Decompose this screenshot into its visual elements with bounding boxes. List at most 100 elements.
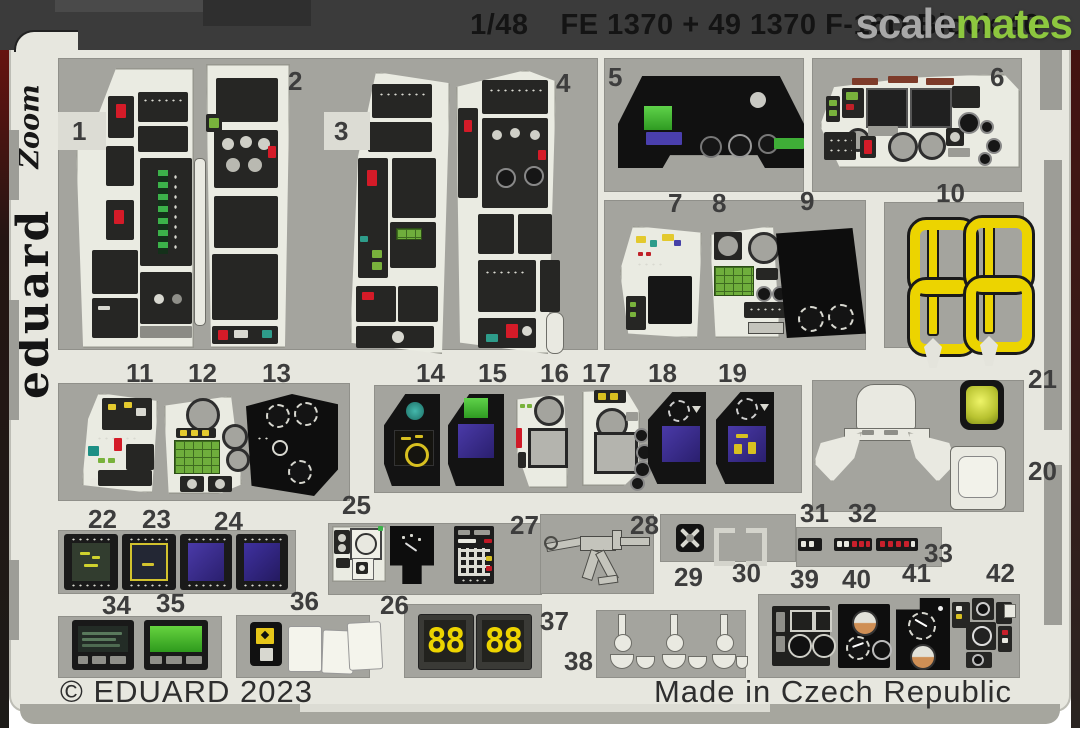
part-21-hud-glass-frame bbox=[960, 380, 1004, 430]
green-keypad bbox=[174, 440, 220, 474]
part-label-15: 15 bbox=[478, 358, 507, 388]
part-label-38: 38 bbox=[564, 646, 593, 676]
part-label-13: 13 bbox=[262, 358, 291, 388]
console-subpanel bbox=[356, 286, 396, 322]
small-panel bbox=[756, 268, 778, 280]
knob bbox=[226, 158, 240, 172]
part-10-ejection-handle bbox=[963, 215, 1035, 368]
part-label-21: 21 bbox=[1028, 364, 1057, 394]
green-button bbox=[372, 250, 382, 258]
part-label-32: 32 bbox=[848, 498, 877, 528]
handle-strut bbox=[983, 218, 995, 334]
part-label-4: 4 bbox=[556, 68, 571, 98]
round-gauge bbox=[788, 634, 812, 658]
red-switch bbox=[218, 330, 228, 340]
part-37-counter: 88 bbox=[476, 614, 532, 670]
counter-face bbox=[424, 620, 466, 662]
part-label-25: 25 bbox=[342, 490, 371, 520]
part-label-22: 22 bbox=[88, 504, 117, 534]
part-label-7: 7 bbox=[668, 188, 683, 218]
dial-gauge bbox=[288, 460, 312, 484]
white-knob bbox=[392, 331, 404, 343]
part-label-30: 30 bbox=[732, 558, 761, 588]
watermark-scale: scale bbox=[855, 0, 956, 47]
dial bbox=[496, 168, 516, 188]
white-light bbox=[801, 541, 806, 547]
part-30-bracket bbox=[746, 528, 767, 566]
mfd-screen bbox=[244, 543, 280, 581]
mfd-screen bbox=[866, 88, 908, 128]
part-label-9: 9 bbox=[800, 186, 815, 216]
teal-screen bbox=[88, 446, 99, 456]
center-hub bbox=[686, 534, 694, 542]
red-light bbox=[846, 104, 854, 110]
border-tab bbox=[1040, 50, 1062, 110]
switch-dots bbox=[378, 92, 426, 97]
purple-screen bbox=[458, 424, 494, 458]
part-label-18: 18 bbox=[648, 358, 677, 388]
part-label-31: 31 bbox=[800, 498, 829, 528]
part-label-39: 39 bbox=[790, 564, 819, 594]
white-light bbox=[911, 541, 915, 547]
pedal-stem bbox=[670, 614, 678, 636]
side-strip bbox=[776, 612, 785, 632]
button bbox=[110, 656, 126, 664]
symbology bbox=[142, 563, 154, 566]
gray-knob bbox=[172, 294, 182, 304]
knob bbox=[240, 136, 252, 148]
dark-subpanel bbox=[98, 470, 152, 486]
part-10-ejection-handle bbox=[907, 217, 979, 370]
small-panel bbox=[334, 530, 350, 554]
part-28-eyelet bbox=[544, 536, 558, 550]
sheet-bottom-edge bbox=[20, 704, 1060, 724]
counter-digits: 88 bbox=[426, 621, 466, 661]
part-20-mirror-frame bbox=[950, 446, 1006, 510]
part-label-20: 20 bbox=[1028, 456, 1057, 486]
console-subpanel bbox=[206, 114, 222, 132]
pedal-ball bbox=[716, 634, 734, 652]
pedal-stem bbox=[618, 614, 626, 636]
part-label-27: 27 bbox=[510, 510, 539, 540]
green-keypad bbox=[714, 266, 754, 296]
red-switch bbox=[464, 120, 472, 132]
part-28-body bbox=[580, 536, 616, 551]
part-label-10: 10 bbox=[936, 178, 965, 208]
teal-button bbox=[262, 330, 272, 338]
dark-subpanel bbox=[126, 444, 154, 470]
part-34-ded-display bbox=[72, 620, 134, 670]
console-subpanel bbox=[140, 272, 192, 324]
part-label-42: 42 bbox=[986, 558, 1015, 588]
yellow-light bbox=[956, 614, 962, 619]
pedal-cup bbox=[688, 656, 707, 669]
compass-knob bbox=[750, 92, 766, 108]
small-panel bbox=[336, 558, 350, 568]
ded-screen bbox=[78, 626, 128, 652]
red-switch bbox=[116, 104, 126, 118]
part-24-mfd bbox=[180, 534, 232, 590]
pedal-cup bbox=[736, 656, 748, 669]
green-light bbox=[846, 92, 858, 100]
red-switch bbox=[864, 140, 872, 154]
part-label-40: 40 bbox=[842, 564, 871, 594]
mirror-face bbox=[958, 456, 998, 498]
console-subpanel bbox=[952, 86, 980, 108]
knob bbox=[630, 476, 645, 491]
counter-strip bbox=[594, 390, 626, 403]
red-light bbox=[646, 252, 651, 256]
green-screen bbox=[464, 398, 488, 418]
white-knob bbox=[522, 326, 532, 336]
dial bbox=[524, 166, 544, 186]
chevron-mark bbox=[760, 404, 769, 411]
round-gauge bbox=[812, 634, 836, 658]
console-subpanel bbox=[108, 96, 134, 138]
dial-gauge bbox=[798, 306, 824, 332]
bezel-buttons bbox=[128, 583, 170, 587]
border-tab bbox=[9, 560, 19, 640]
symbology bbox=[84, 564, 98, 567]
pedal-ball bbox=[666, 634, 684, 652]
part-label-6: 6 bbox=[990, 62, 1005, 92]
red-key bbox=[484, 539, 492, 543]
brown-strip bbox=[926, 78, 954, 85]
console-subpanel bbox=[140, 158, 192, 266]
part-label-35: 35 bbox=[156, 588, 185, 618]
